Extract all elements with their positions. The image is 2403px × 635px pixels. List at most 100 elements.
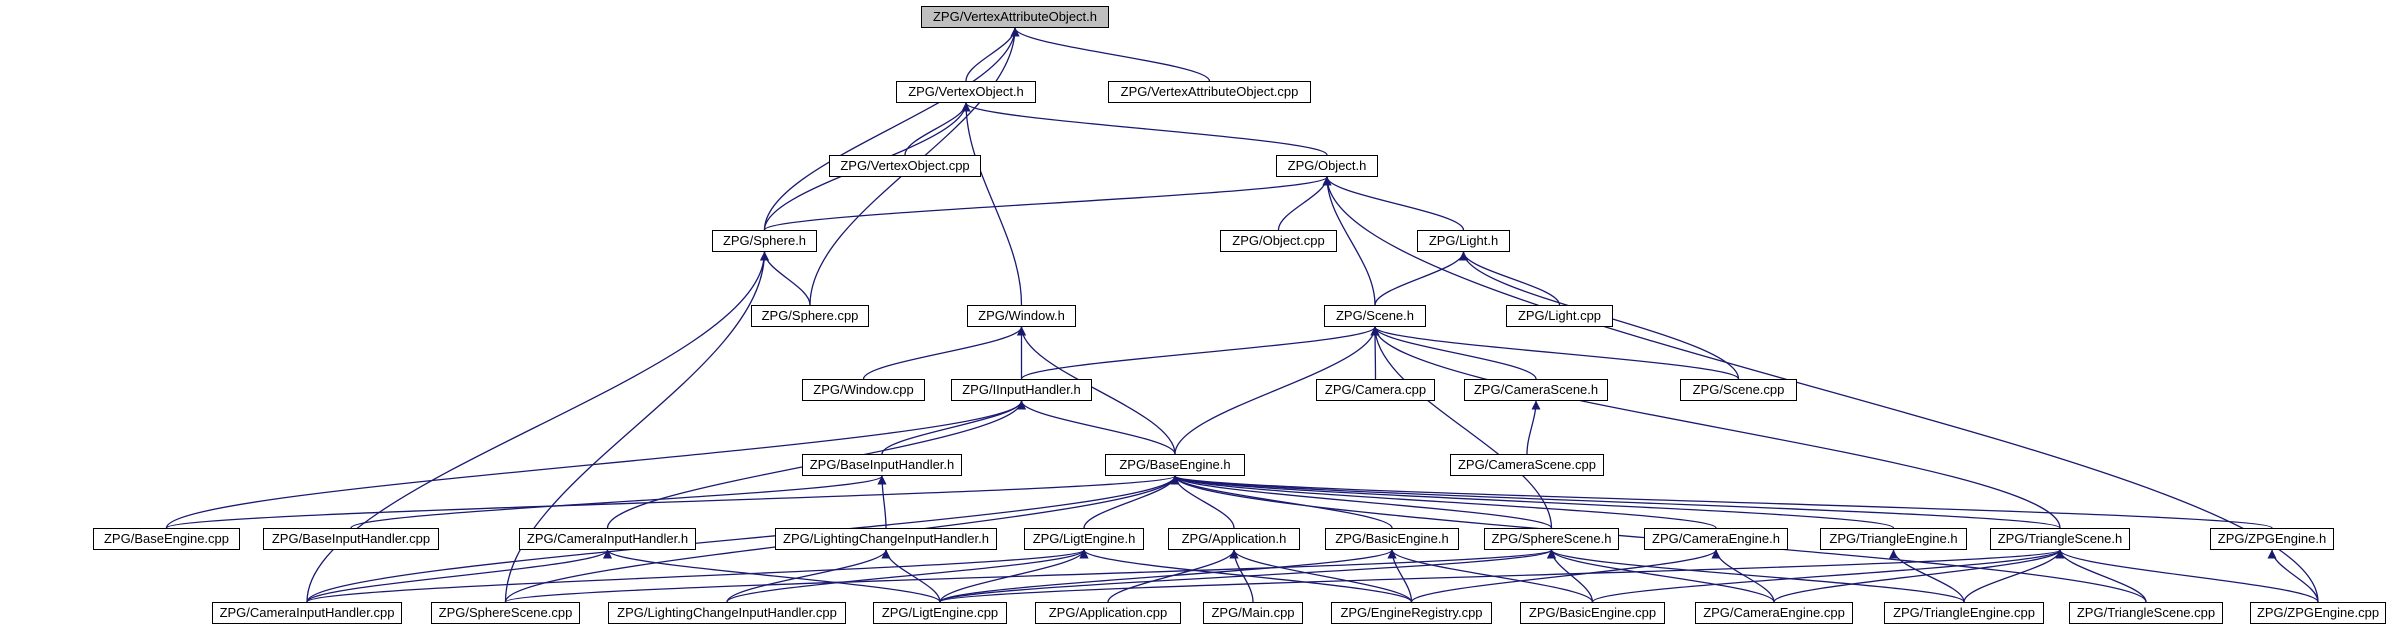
edge-triengine_cpp-to-spherescene_h xyxy=(1547,549,1965,603)
edge-light_h-to-object_h xyxy=(1322,176,1465,231)
edge-layer xyxy=(165,27,2319,603)
edge-registry_cpp-to-camengine_h xyxy=(1410,549,1721,603)
node-baseengine-h[interactable]: ZPG/BaseEngine.h xyxy=(1105,454,1245,476)
node-camera-cpp[interactable]: ZPG/Camera.cpp xyxy=(1316,379,1435,401)
node-baseinputhandler-cpp[interactable]: ZPG/BaseInputHandler.cpp xyxy=(263,528,439,550)
node-camerainputhandler-cpp[interactable]: ZPG/CameraInputHandler.cpp xyxy=(212,602,402,624)
node-trianglescene-h[interactable]: ZPG/TriangleScene.h xyxy=(1990,528,2130,550)
node-ligtengine-cpp[interactable]: ZPG/LigtEngine.cpp xyxy=(873,602,1007,624)
node-object-cpp[interactable]: ZPG/Object.cpp xyxy=(1220,230,1337,252)
node-baseengine-cpp[interactable]: ZPG/BaseEngine.cpp xyxy=(93,528,240,550)
node-camerascene-h[interactable]: ZPG/CameraScene.h xyxy=(1464,379,1608,401)
edge-ligtengine_h-to-baseengine_h xyxy=(1083,475,1180,529)
edge-camscene_cpp-to-camscene_h xyxy=(1526,400,1541,455)
node-sphere-h[interactable]: ZPG/Sphere.h xyxy=(712,230,817,252)
edge-zpgengine_cpp-to-zpgengine_h xyxy=(2267,549,2319,603)
edge-triengine_h-to-baseengine_h xyxy=(1170,475,1895,529)
node-light-h[interactable]: ZPG/Light.h xyxy=(1417,230,1510,252)
edge-camscene_h-to-scene_h xyxy=(1370,326,1537,380)
edge-sphere_cpp-to-sphere_h xyxy=(760,251,811,306)
node-camerainputhandler-h[interactable]: ZPG/CameraInputHandler.h xyxy=(519,528,696,550)
edge-vao_cpp-to-vao_h xyxy=(1010,27,1211,82)
node-vertexobject-cpp[interactable]: ZPG/VertexObject.cpp xyxy=(829,155,981,177)
node-triangleengine-h[interactable]: ZPG/TriangleEngine.h xyxy=(1820,528,1967,550)
edge-caminput_cpp-to-sphere_h xyxy=(306,251,769,603)
node-application-h[interactable]: ZPG/Application.h xyxy=(1168,528,1300,550)
node-trianglescene-cpp[interactable]: ZPG/TriangleScene.cpp xyxy=(2069,602,2223,624)
node-zpgengine-cpp[interactable]: ZPG/ZPGEngine.cpp xyxy=(2250,602,2386,624)
node-lightingchangeinputhandler-cpp[interactable]: ZPG/LightingChangeInputHandler.cpp xyxy=(608,602,846,624)
edge-triengine_cpp-to-triengine_h xyxy=(1889,549,1965,603)
edge-scene_cpp-to-scene_h xyxy=(1370,326,1740,380)
node-sphere-cpp[interactable]: ZPG/Sphere.cpp xyxy=(751,305,869,327)
edge-camengine_h-to-baseengine_h xyxy=(1170,475,1717,529)
edge-iinput_h-to-scene_h xyxy=(1020,326,1380,380)
node-basicengine-cpp[interactable]: ZPG/BasicEngine.cpp xyxy=(1520,602,1665,624)
node-basicengine-h[interactable]: ZPG/BasicEngine.h xyxy=(1325,528,1459,550)
edge-basicengine_cpp-to-triscene_h xyxy=(1591,549,2065,603)
node-application-cpp[interactable]: ZPG/Application.cpp xyxy=(1035,602,1181,624)
edge-camengine_cpp-to-triscene_h xyxy=(1773,549,2065,603)
edge-basicengine_cpp-to-spherescene_h xyxy=(1547,549,1594,603)
edge-window_h-to-vo_h xyxy=(961,102,1023,306)
edge-zpgengine_cpp-to-triscene_h xyxy=(2055,549,2319,603)
node-baseinputhandler-h[interactable]: ZPG/BaseInputHandler.h xyxy=(802,454,962,476)
edge-spherescene_h-to-baseengine_h xyxy=(1170,475,1553,529)
edge-vo_cpp-to-vo_h xyxy=(904,102,971,156)
edge-camengine_cpp-to-spherescene_h xyxy=(1547,549,1775,603)
edge-registry_cpp-to-application_h xyxy=(1229,549,1413,603)
node-engineregistry-cpp[interactable]: ZPG/EngineRegistry.cpp xyxy=(1331,602,1492,624)
edge-ligtengine_cpp-to-lightinput_h xyxy=(881,549,941,603)
edge-vo_h-to-vao_h xyxy=(965,27,1020,82)
edge-caminput_cpp-to-baseengine_h xyxy=(306,475,1180,603)
node-camerascene-cpp[interactable]: ZPG/CameraScene.cpp xyxy=(1450,454,1604,476)
edge-lightinput_cpp-to-lightinput_h xyxy=(726,549,891,603)
edge-sphere_h-to-object_h xyxy=(763,176,1332,231)
edge-basicengine_h-to-baseengine_h xyxy=(1170,475,1393,529)
edge-baseengine_cpp-to-iinput_h xyxy=(165,400,1026,529)
edge-lightinput_h-to-baseinput_h xyxy=(877,475,887,529)
edge-lightinput_cpp-to-ligtengine_h xyxy=(726,549,1089,603)
node-window-cpp[interactable]: ZPG/Window.cpp xyxy=(802,379,925,401)
edge-ligtengine_cpp-to-basicengine_h xyxy=(939,549,1397,603)
node-vertexattributeobject-cpp[interactable]: ZPG/VertexAttributeObject.cpp xyxy=(1108,81,1311,103)
edge-scene_h-to-light_h xyxy=(1374,251,1468,306)
edge-ligtengine_cpp-to-triscene_h xyxy=(939,549,2064,603)
edge-window_cpp-to-window_h xyxy=(862,326,1026,380)
edge-triscene_h-to-baseengine_h xyxy=(1170,475,2061,529)
edge-spherescene_cpp-to-sphere_h xyxy=(504,251,769,603)
node-scene-h[interactable]: ZPG/Scene.h xyxy=(1324,305,1426,327)
node-spherescene-cpp[interactable]: ZPG/SphereScene.cpp xyxy=(431,602,580,624)
node-window-h[interactable]: ZPG/Window.h xyxy=(967,305,1076,327)
node-scene-cpp[interactable]: ZPG/Scene.cpp xyxy=(1680,379,1797,401)
node-triangleengine-cpp[interactable]: ZPG/TriangleEngine.cpp xyxy=(1884,602,2044,624)
edge-light_cpp-to-light_h xyxy=(1459,251,1561,306)
edge-baseinput_cpp-to-baseinput_h xyxy=(350,475,887,529)
edge-baseengine_h-to-window_h xyxy=(1017,326,1176,455)
node-cameraengine-cpp[interactable]: ZPG/CameraEngine.cpp xyxy=(1695,602,1853,624)
edge-baseengine_h-to-iinput_h xyxy=(1017,400,1176,455)
edge-sphere_h-to-vao_h xyxy=(763,27,1020,231)
node-vertexobject-h[interactable]: ZPG/VertexObject.h xyxy=(896,81,1036,103)
node-lightingchangeinputhandler-h[interactable]: ZPG/LightingChangeInputHandler.h xyxy=(775,528,997,550)
edge-spherescene_h-to-scene_h xyxy=(1370,326,1553,529)
edge-object_h-to-vo_h xyxy=(961,102,1328,156)
edge-ligtengine_cpp-to-caminput_h xyxy=(603,549,941,603)
node-main-cpp[interactable]: ZPG/Main.cpp xyxy=(1203,602,1303,624)
node-spherescene-h[interactable]: ZPG/SphereScene.h xyxy=(1484,528,1619,550)
edge-triscene_h-to-scene_h xyxy=(1370,326,2061,529)
node-iinputhandler-h[interactable]: ZPG/IInputHandler.h xyxy=(951,379,1092,401)
edge-zpgengine_h-to-baseengine_h xyxy=(1171,475,2273,529)
node-zpgengine-h[interactable]: ZPG/ZPGEngine.h xyxy=(2210,528,2334,550)
node-ligtengine-h[interactable]: ZPG/LigtEngine.h xyxy=(1024,528,1144,550)
edge-object_cpp-to-object_h xyxy=(1277,176,1332,231)
node-object-h[interactable]: ZPG/Object.h xyxy=(1276,155,1378,177)
edge-caminput_cpp-to-ligtengine_h xyxy=(306,549,1089,603)
edge-spherescene_cpp-to-spherescene_h xyxy=(504,549,1556,603)
node-cameraengine-h[interactable]: ZPG/CameraEngine.h xyxy=(1644,528,1788,550)
edge-caminput_cpp-to-caminput_h xyxy=(306,549,612,603)
edge-baseengine_cpp-to-baseengine_h xyxy=(165,475,1180,529)
node-light-cpp[interactable]: ZPG/Light.cpp xyxy=(1506,305,1613,327)
node-vertexattributeobject-h: ZPG/VertexAttributeObject.h xyxy=(921,6,1109,28)
